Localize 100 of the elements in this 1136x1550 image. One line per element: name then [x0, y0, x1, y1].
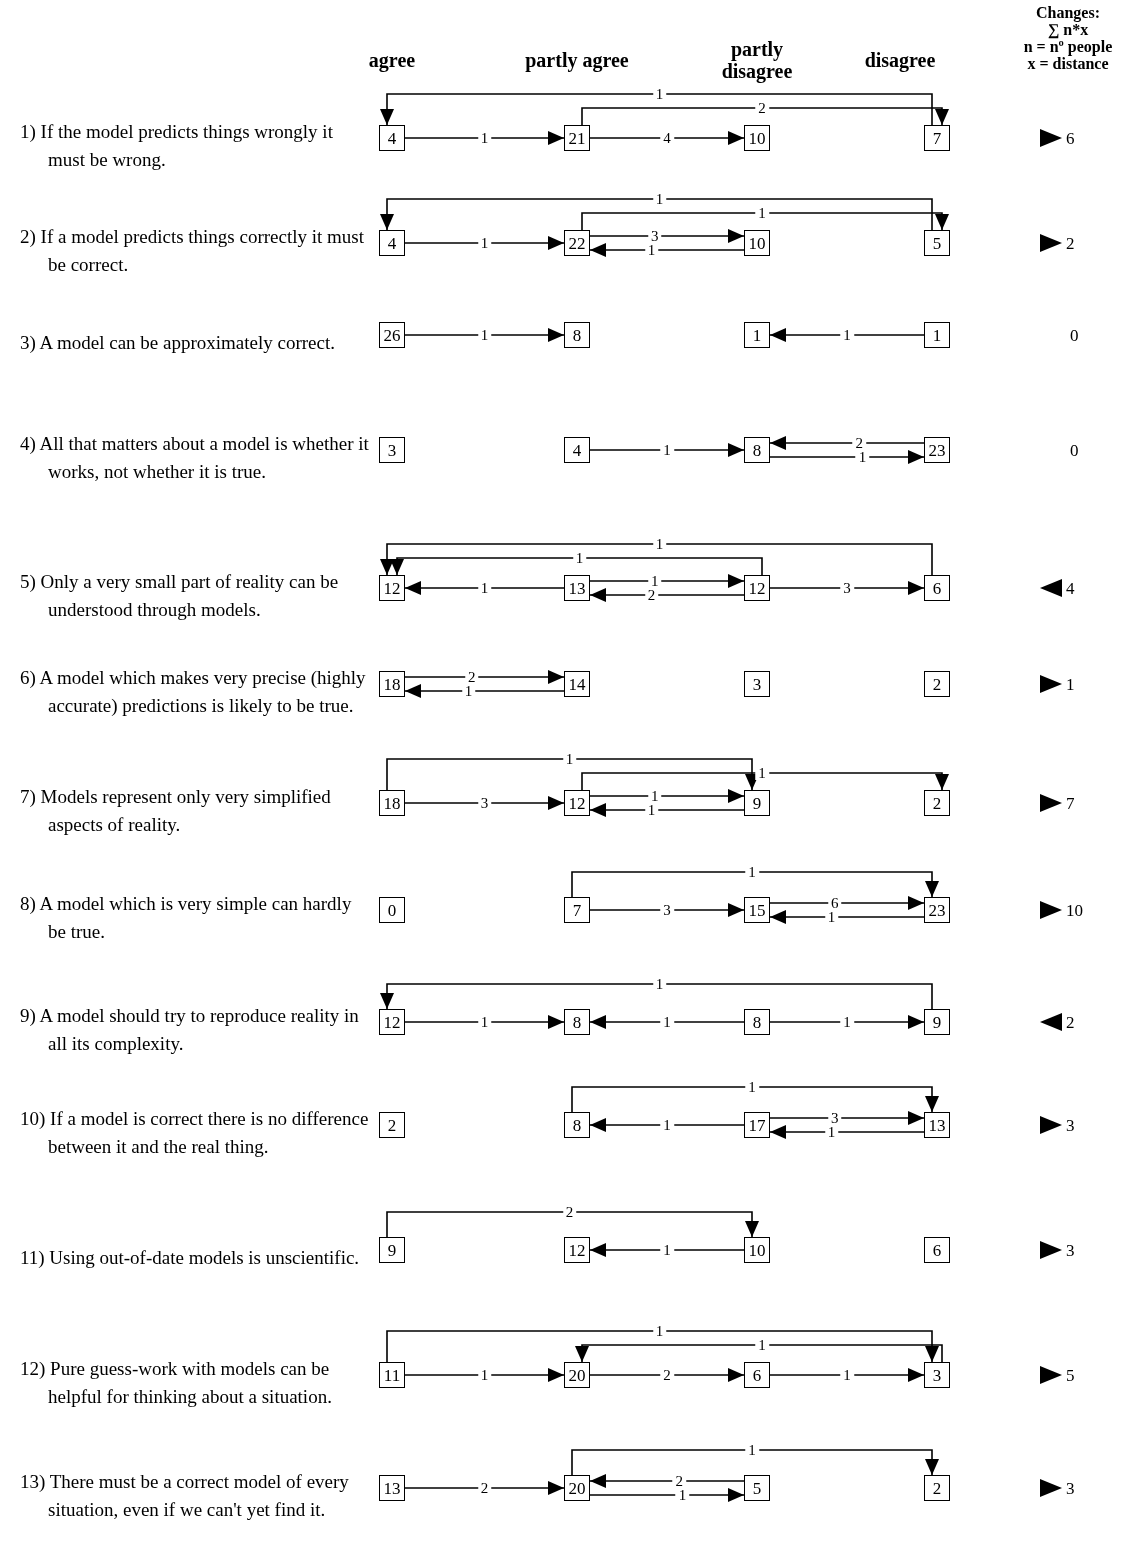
edge-label: 2 [465, 670, 479, 684]
arrow [769, 581, 925, 595]
edge-label: 1 [647, 789, 662, 803]
edge-label: 1 [675, 1488, 690, 1502]
edge-label: 1 [477, 1368, 492, 1382]
edge-label: 1 [755, 766, 769, 780]
edge-label: 2 [852, 436, 867, 450]
edge-label: 1 [840, 328, 854, 342]
arrow [404, 1368, 565, 1382]
arrow [386, 1330, 939, 1363]
statement-text: 2) If a model predicts things correctly it must be correct. [20, 225, 366, 277]
edge-label: 1 [461, 684, 476, 698]
statement-text: 10) If a model is correct there is no difference between it and the real thing. [20, 1107, 370, 1159]
edge-label: 1 [644, 803, 659, 817]
edge-label: 1 [745, 1080, 759, 1094]
edge-label: 1 [644, 243, 659, 257]
edge-label: 1 [572, 551, 587, 565]
change-value: 3 [1066, 1479, 1075, 1497]
arrow [769, 328, 925, 342]
count-box: 21 [564, 125, 590, 151]
edge-label: 3 [647, 229, 662, 243]
arrow [589, 1118, 745, 1132]
arrow [589, 443, 745, 457]
arrow [571, 871, 939, 898]
arrow [589, 131, 745, 145]
statement-text: 8) A model which is very simple can hardly be true. [20, 892, 353, 944]
count-box: 12 [379, 1009, 405, 1035]
edge-label: 1 [755, 206, 769, 220]
column-header: disagree [863, 49, 937, 71]
edge-label: 1 [824, 1125, 839, 1139]
edge-label: 1 [477, 131, 492, 145]
statement-text: 4) All that matters about a model is whether it works, not whether it is true. [20, 432, 370, 484]
statement-text: 3) A model can be approximately correct. [20, 331, 336, 355]
edge-label: 3 [827, 1111, 842, 1125]
count-box: 12 [379, 575, 405, 601]
change-value: 0 [1070, 326, 1079, 344]
arrow [404, 1481, 565, 1495]
count-box: 8 [564, 322, 590, 348]
arrow [404, 684, 565, 698]
count-box: 4 [379, 230, 405, 256]
change-value: 3 [1066, 1116, 1075, 1134]
edge-label: 1 [477, 1015, 492, 1029]
edge-label: 2 [660, 1368, 674, 1382]
count-box: 9 [924, 1009, 950, 1035]
arrow [380, 983, 933, 1010]
arrow [404, 328, 565, 342]
count-box: 15 [744, 897, 770, 923]
edge-label: 2 [477, 1481, 492, 1495]
arrow [589, 1243, 745, 1257]
count-box: 3 [379, 437, 405, 463]
edge-label: 1 [755, 1338, 769, 1352]
change-value: 10 [1066, 901, 1083, 919]
edge-label: 1 [840, 1368, 854, 1382]
arrow [589, 588, 745, 602]
count-box: 12 [564, 790, 590, 816]
edge-label: 1 [745, 865, 759, 879]
statement-text: 6) A model which makes very precise (highly accurate) predictions is likely to be true. [20, 666, 367, 718]
count-box: 9 [379, 1237, 405, 1263]
edge-label: 2 [755, 101, 769, 115]
count-box: 3 [924, 1362, 950, 1388]
count-box: 18 [379, 671, 405, 697]
count-box: 6 [924, 575, 950, 601]
count-box: 2 [379, 1112, 405, 1138]
edge-label: 1 [660, 1243, 674, 1257]
arrow [386, 758, 759, 791]
edge-label: 1 [652, 977, 667, 991]
arrow [589, 789, 745, 803]
edge-label: 1 [660, 1118, 674, 1132]
count-box: 17 [744, 1112, 770, 1138]
count-box: 23 [924, 897, 950, 923]
legend-note: x = distance [1027, 55, 1109, 72]
count-box: 18 [379, 790, 405, 816]
arrow [390, 557, 763, 576]
arrow [589, 229, 745, 243]
edge-label: 6 [827, 896, 842, 910]
statement-text: 9) A model should try to reproduce reality in all its complexity. [20, 1004, 360, 1056]
count-box: 8 [564, 1112, 590, 1138]
count-box: 9 [744, 790, 770, 816]
arrow [404, 131, 565, 145]
column-header: partly disagree [720, 38, 794, 82]
count-box: 13 [924, 1112, 950, 1138]
arrow [589, 574, 745, 588]
arrow [380, 543, 933, 576]
arrow [589, 1474, 745, 1488]
count-box: 0 [379, 897, 405, 923]
statement-text: 13) There must be a correct model of every situation, even if we can't yet find it. [20, 1470, 350, 1522]
arrow [589, 1368, 745, 1382]
edge-label: 1 [652, 192, 667, 206]
count-box: 5 [744, 1475, 770, 1501]
count-box: 8 [564, 1009, 590, 1035]
count-box: 8 [744, 437, 770, 463]
change-value: 7 [1066, 794, 1075, 812]
count-box: 10 [744, 1237, 770, 1263]
edge-label: 1 [477, 236, 492, 250]
legend-note: Changes: [1036, 4, 1100, 21]
arrow [769, 450, 925, 464]
arrow [404, 1015, 565, 1029]
arrow [581, 772, 949, 791]
change-value: 3 [1066, 1241, 1075, 1259]
statement-text: 12) Pure guess-work with models can be helpful for thinking about a situation. [20, 1357, 333, 1409]
